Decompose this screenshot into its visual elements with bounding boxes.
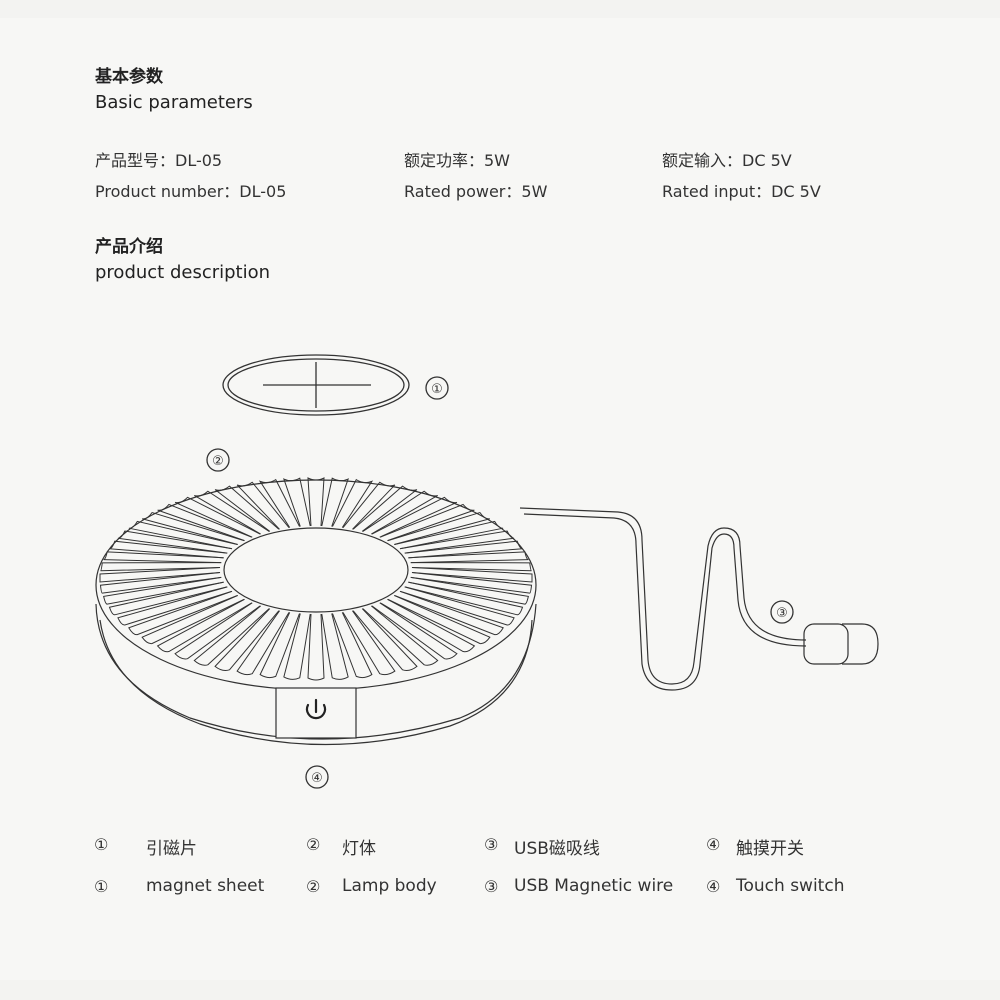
param-rated-power-cn: 额定功率：5W <box>404 151 511 170</box>
callout-1-circle <box>425 376 449 400</box>
lamp-fin <box>117 586 232 626</box>
lamp-fin <box>352 485 418 532</box>
lamp-fin <box>258 478 300 528</box>
lamp-fin <box>156 598 252 653</box>
legend-4-num-cn: ④ <box>706 835 721 854</box>
lamp-fin <box>321 613 349 680</box>
legend-3-num-cn: ③ <box>484 835 499 854</box>
legend-3-cn: USB磁吸线 <box>514 839 600 859</box>
magnet-sheet-illustration <box>222 354 410 416</box>
lamp-fin <box>380 503 475 542</box>
lamp-fin <box>307 613 325 681</box>
lamp-fin <box>283 477 311 527</box>
lamp-fin <box>371 602 458 660</box>
basic-parameters-heading-cn: 基本参数 <box>95 67 163 87</box>
param-product-number-cn: 产品型号：DL-05 <box>95 151 223 170</box>
lamp-fin <box>362 490 438 535</box>
callout-4: ④ <box>311 771 323 786</box>
lamp-fin <box>259 612 300 679</box>
power-icon <box>305 698 327 720</box>
legend-2-num-en: ② <box>306 877 321 896</box>
lamp-fin <box>342 481 396 530</box>
legend-2-num-cn: ② <box>306 835 321 854</box>
lamp-fin <box>362 605 439 666</box>
lamp-fin <box>408 551 529 564</box>
lamp-fin <box>400 586 515 626</box>
callout-1: ① <box>431 382 443 397</box>
lamp-fin <box>342 610 396 676</box>
callout-2-circle <box>206 448 230 472</box>
lamp-fin <box>99 567 221 583</box>
callout-2: ② <box>212 454 224 469</box>
lamp-fin <box>283 613 311 680</box>
lamp-fin <box>99 571 222 594</box>
lamp-fin <box>236 481 290 530</box>
basic-parameters-heading-en: Basic parameters <box>95 92 253 113</box>
lamp-fin <box>103 551 224 564</box>
legend-4-en: Touch switch <box>736 876 845 896</box>
legend-2-cn: 灯体 <box>342 839 376 859</box>
lamp-fin <box>410 562 532 572</box>
lamp-fin <box>142 511 245 546</box>
lamp-fin <box>128 590 238 636</box>
legend-4-cn: 触摸开关 <box>736 839 804 859</box>
legend-1-en: magnet sheet <box>146 876 265 896</box>
lamp-fin <box>214 608 280 671</box>
product-description-heading-en: product description <box>95 262 271 283</box>
lamp-fin <box>194 490 270 535</box>
lamp-fin <box>332 612 373 679</box>
lamp-fin <box>408 576 529 605</box>
legend-3-en: USB Magnetic wire <box>514 876 674 896</box>
lamp-fin <box>236 610 290 676</box>
lamp-fin <box>400 530 515 554</box>
lamp-fin <box>214 485 280 532</box>
legend-1-num-en: ① <box>94 877 109 896</box>
lamp-fin <box>411 567 533 583</box>
lamp-fin <box>174 496 261 538</box>
lamp-fin <box>103 576 224 605</box>
product-description-heading-cn: 产品介绍 <box>95 237 163 257</box>
lamp-fin <box>109 540 228 559</box>
callout-3: ③ <box>776 606 788 621</box>
param-rated-input-cn: 额定输入：DC 5V <box>662 151 792 170</box>
lamp-fin <box>108 581 228 616</box>
lamp-fin <box>404 540 523 559</box>
lamp-fin <box>321 477 349 527</box>
callout-3-circle <box>770 600 794 624</box>
legend-1-num-cn: ① <box>94 835 109 854</box>
lamp-body-illustration <box>95 477 537 746</box>
lamp-fin <box>128 520 238 550</box>
lamp-fin <box>352 608 418 671</box>
lamp-fin <box>410 571 533 594</box>
usb-magnetic-wire-illustration <box>519 507 879 691</box>
lamp-fin <box>157 503 252 542</box>
lamp-fin <box>193 605 270 666</box>
legend-4-num-en: ④ <box>706 877 721 896</box>
lamp-fin <box>394 590 504 636</box>
legend-1-cn: 引磁片 <box>146 839 197 859</box>
lamp-fin <box>307 477 325 527</box>
lamp-fin <box>404 581 524 616</box>
param-rated-input-en: Rated input：DC 5V <box>662 182 821 201</box>
lamp-fin <box>141 595 245 645</box>
lamp-fin <box>387 511 490 546</box>
lamp-fin <box>100 562 222 572</box>
touch-switch-illustration <box>275 687 357 739</box>
lamp-fin <box>332 478 374 528</box>
lamp-fin <box>174 602 261 660</box>
param-rated-power-en: Rated power：5W <box>404 182 548 201</box>
lamp-fin <box>387 595 491 645</box>
lamp-fin <box>380 598 476 653</box>
document-sheet <box>0 18 1000 980</box>
lamp-fin <box>117 530 232 554</box>
legend-3-num-en: ③ <box>484 877 499 896</box>
lamp-fin <box>394 520 504 550</box>
param-product-number-en: Product number：DL-05 <box>95 182 287 201</box>
lamp-fin <box>371 496 458 538</box>
legend-2-en: Lamp body <box>342 876 437 896</box>
callout-4-circle <box>305 765 329 789</box>
